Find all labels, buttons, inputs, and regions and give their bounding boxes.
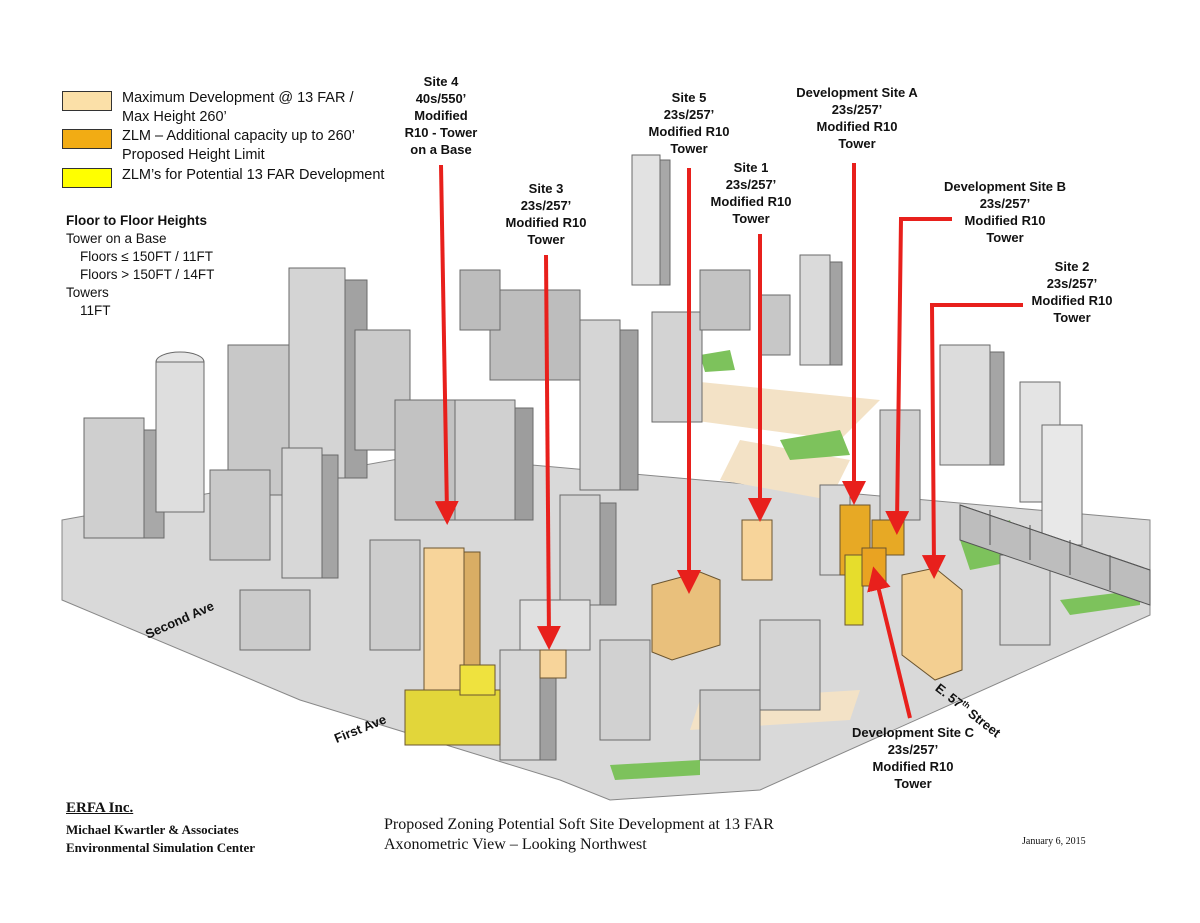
tower-on-base: Tower on a Base [66,231,167,246]
arrow-site-3 [536,254,561,650]
dev-site-c-label: Development Site C 23s/257’ Modified R10… [851,725,975,791]
arrow-site-4 [434,164,459,525]
legend-item-zlm: ZLM – Additional capacity up to 260’ Pro… [62,127,422,165]
org-name: ERFA Inc. [66,800,134,816]
bridge [959,504,1151,606]
legend-label: ZLM – Additional capacity up to 260’ Pro… [122,128,355,163]
firm-name: Michael Kwartler & Associates [66,822,239,837]
floors-low: Floors ≤ 150FT / 11FT [80,249,213,264]
legend-item-zlm-13far: ZLM’s for Potential 13 FAR Development [62,166,422,188]
legend-label: Maximum Development @ 13 FAR / Max Heigh… [122,90,354,125]
site-3-label: Site 3 23s/257’ Modified R10 Tower [505,181,587,247]
center-name: Environmental Simulation Center [66,840,255,855]
arrow-dev-site-b [885,217,952,535]
site-2-label: Site 2 23s/257’ Modified R10 Tower [1031,259,1113,325]
park [1060,590,1140,615]
floor-heights-note: Floor to Floor Heights Tower on a Base F… [66,212,214,320]
park [780,430,850,460]
towers-label: Towers [66,285,109,300]
plaza [680,380,880,440]
diagram-subtitle: Axonometric View – Looking Northwest [384,836,647,853]
floors-high: Floors > 150FT / 14FT [80,267,215,282]
legend-swatch [62,129,112,149]
park [610,760,700,780]
legend-item-max-development: Maximum Development @ 13 FAR / Max Heigh… [62,89,422,127]
floor-heights-title: Floor to Floor Heights [66,213,207,228]
towers-value: 11FT [80,303,111,318]
legend-label: ZLM’s for Potential 13 FAR Development [122,167,385,183]
legend-swatch [62,168,112,188]
legend-swatch [62,91,112,111]
background-buildings [83,154,1083,761]
site-1-label: Site 1 23s/257’ Modified R10 Tower [710,160,792,226]
date-stamp: January 6, 2015 [1022,836,1086,847]
site-5-label: Site 5 23s/257’ Modified R10 Tower [648,90,730,156]
dev-site-b-label: Development Site B 23s/257’ Modified R10… [943,179,1067,245]
site-4-label: Site 4 40s/550’ Modified R10 - Tower on … [404,74,478,157]
park [700,350,735,372]
arrow-dev-site-c [867,566,912,719]
dev-site-a-label: Development Site A 23s/257’ Modified R10… [796,85,918,151]
diagram-title: Proposed Zoning Potential Soft Site Deve… [384,816,774,833]
arrow-site-2 [921,303,1023,579]
